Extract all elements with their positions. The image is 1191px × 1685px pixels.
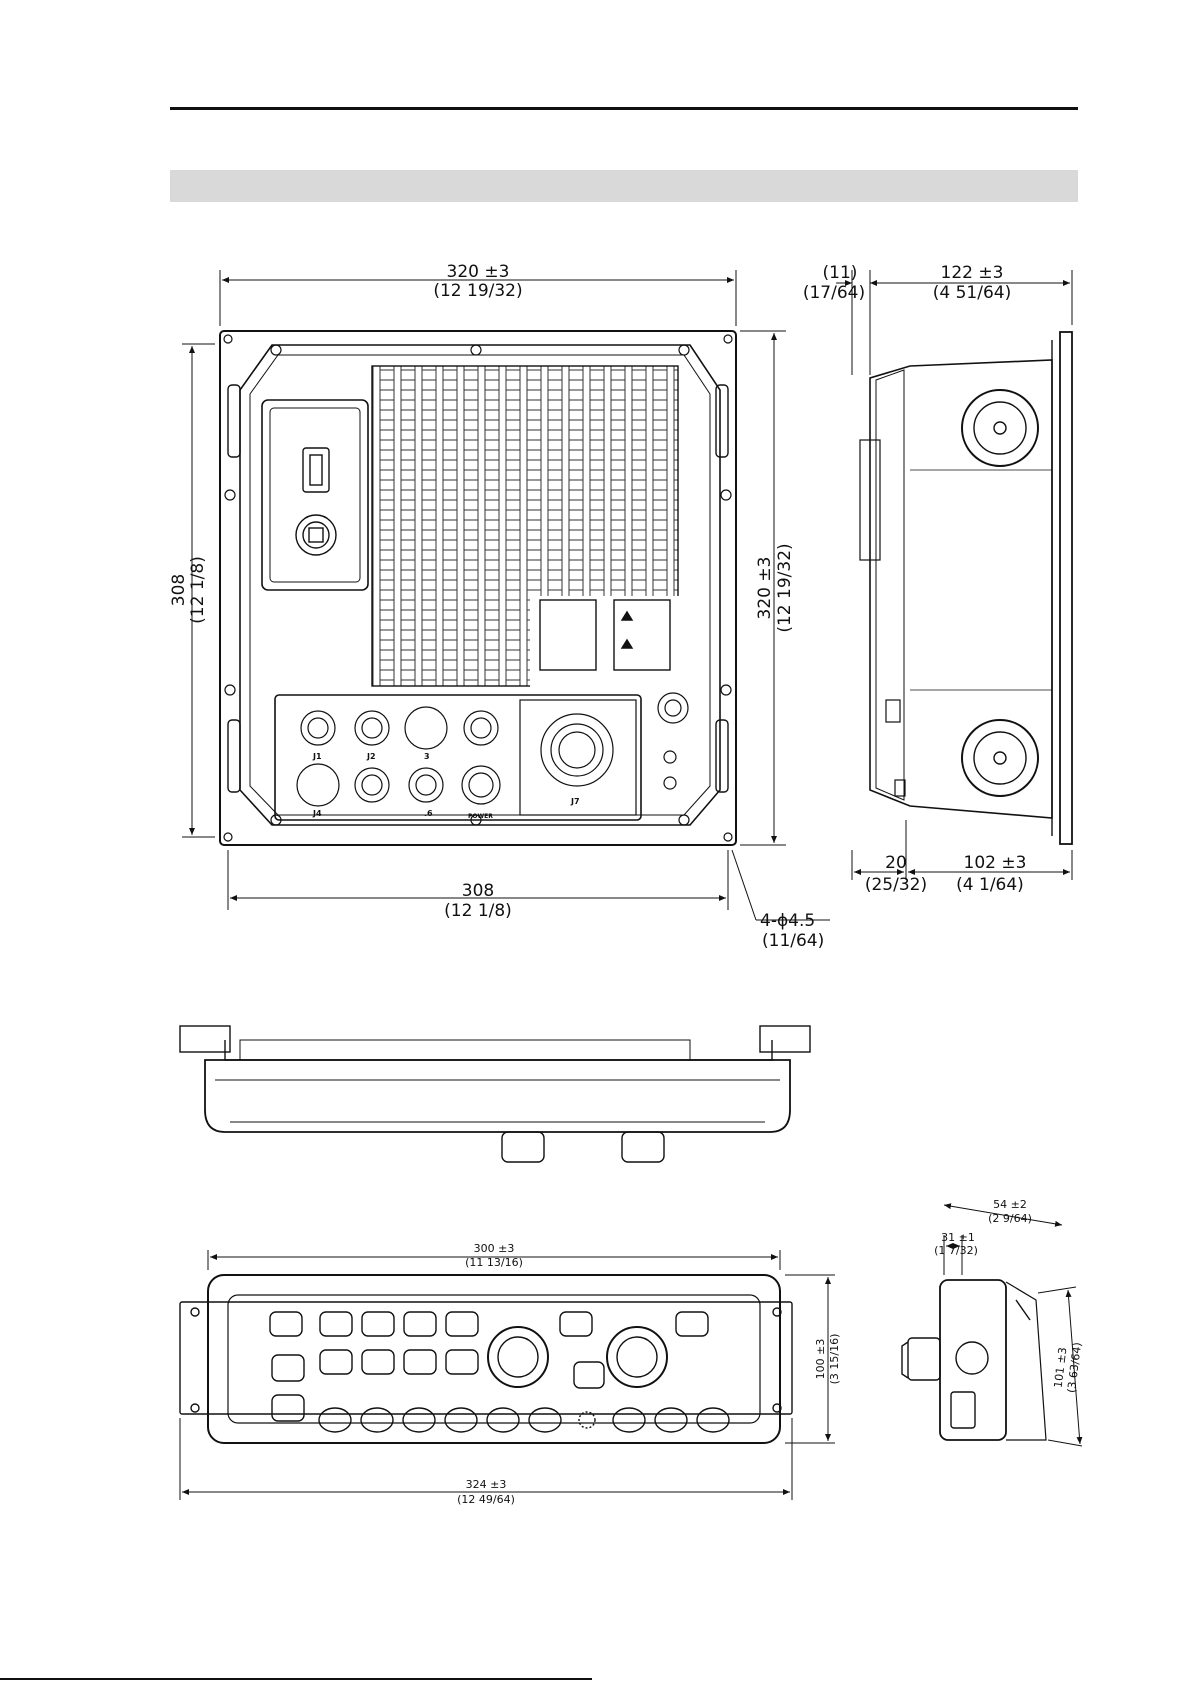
control-front-dimensions [180,1250,835,1500]
label-j1: J1 [312,752,322,761]
label-j7: J7 [570,797,580,806]
dim-holes: 4-ϕ4.5 [760,911,815,931]
side-view [860,332,1072,844]
dim-depth-offset-in: (17/64) [803,283,865,303]
dim-depth-offset: (11) [823,263,858,283]
dim-ctrl-depth-part: 31 ±1 [941,1231,975,1244]
dim-width-bottom: 308 [462,881,494,901]
connector-labels: J1 J2 3 J4 .6 POWER J7 [312,752,580,820]
label-3: 3 [424,752,430,761]
dim-ctrl-depth-total: 54 ±2 [993,1198,1027,1211]
dim-width-bottom-in: (12 1/8) [444,901,512,921]
dim-width-top-in: (12 19/32) [433,281,522,301]
dim-depth-left-in: (25/32) [865,875,927,895]
dim-height-right-in: (12 19/32) [775,543,795,632]
label-j4: J4 [312,809,322,818]
dim-depth-left: 20 [885,853,907,873]
dim-ctrl-depth-total-in: (2 9/64) [988,1212,1032,1225]
label-power: POWER [468,813,493,820]
control-front-dimension-text: 300 ±3 (11 13/16) 100 ±3 (3 15/16) 324 ±… [457,1242,841,1506]
dim-ctrl-depth-part-in: (1 7/32) [934,1244,978,1257]
dim-ctrl-width-top-in: (11 13/16) [465,1256,523,1269]
dim-ctrl-width-top: 300 ±3 [474,1242,515,1255]
dim-height-left: 308 [169,574,189,606]
label-6: .6 [424,809,433,818]
dim-depth-bottom: 102 ±3 [964,853,1027,873]
control-top-view [180,1026,810,1162]
control-side-view [902,1280,1046,1440]
dim-ctrl-width-bottom: 324 ±3 [466,1478,507,1491]
label-j2: J2 [366,752,376,761]
dim-holes-in: (11/64) [762,931,824,951]
dim-height-right: 320 ±3 [755,557,775,620]
dim-depth-top: 122 ±3 [941,263,1004,283]
dim-height-left-in: (12 1/8) [188,556,208,624]
rear-view [220,331,736,845]
dim-depth-top-in: (4 51/64) [933,283,1011,303]
dim-ctrl-width-bottom-in: (12 49/64) [457,1493,515,1506]
dim-ctrl-height-in: (3 15/16) [828,1334,841,1385]
control-front-view [180,1275,792,1443]
dim-depth-bottom-in: (4 1/64) [956,875,1024,895]
connectors [297,693,688,806]
side-dimensions [836,270,1072,880]
footer-rule [0,1678,592,1680]
dim-width-top: 320 ±3 [447,262,510,282]
dim-ctrl-height: 100 ±3 [814,1339,827,1380]
side-dimension-text: (11) (17/64) 122 ±3 (4 51/64) 20 (25/32)… [803,263,1027,895]
